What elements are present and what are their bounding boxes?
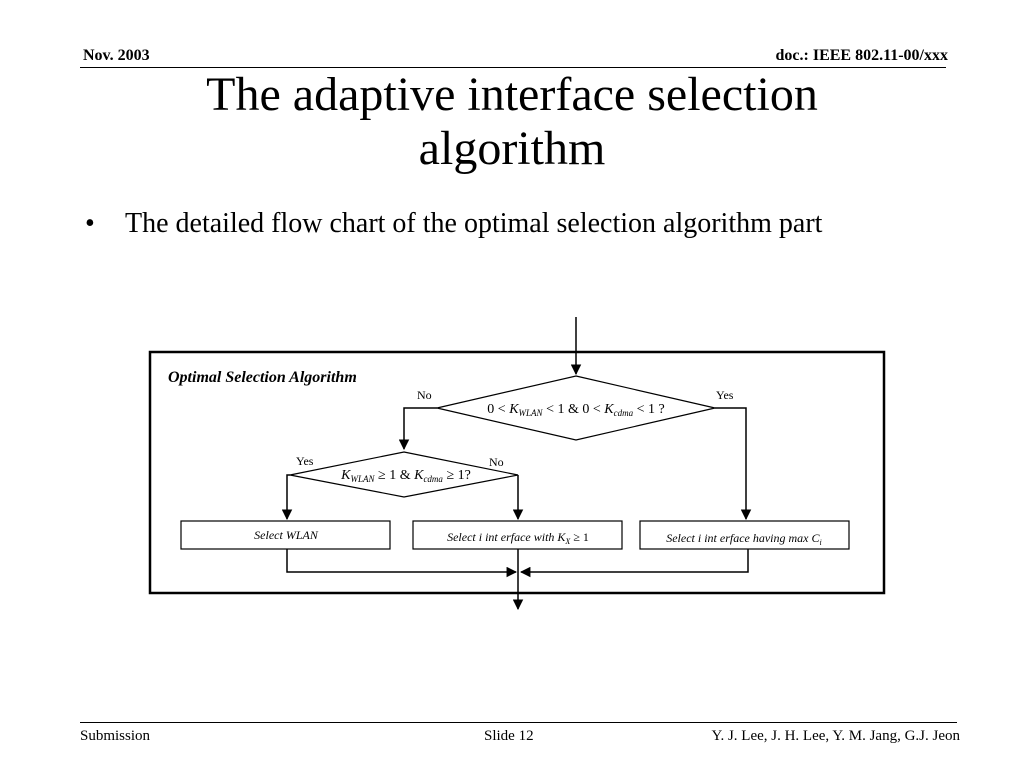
bullet-dot: • bbox=[85, 208, 95, 239]
bullet-text: The detailed flow chart of the optimal s… bbox=[125, 208, 823, 239]
decision-1-yes-connector bbox=[715, 407, 752, 521]
select-max-ci-text: Select i int erface having max Ci bbox=[666, 531, 822, 547]
slide-title-line2: algorithm bbox=[418, 122, 606, 175]
decision-2-diamond bbox=[289, 451, 519, 498]
decision-2-no-label: No bbox=[489, 455, 504, 469]
decision-1-yes-label: Yes bbox=[716, 388, 734, 402]
decision-1-no-label: No bbox=[417, 388, 432, 402]
merge-connector-right bbox=[519, 549, 749, 578]
footer-slide-number: Slide 12 bbox=[484, 728, 534, 744]
select-wlan-box bbox=[180, 520, 391, 550]
decision-2-yes-connector bbox=[281, 474, 293, 521]
slide-title-line1: The adaptive interface selection bbox=[206, 68, 818, 121]
footer-authors: Y. J. Lee, J. H. Lee, Y. M. Jang, G.J. J… bbox=[711, 728, 960, 744]
algorithm-frame bbox=[148, 350, 886, 595]
bullet-item: • The detailed flow chart of the optimal… bbox=[85, 208, 822, 240]
header-rule bbox=[80, 67, 946, 68]
slide-title: The adaptive interface selection algorit… bbox=[100, 68, 924, 176]
frame-label: Optimal Selection Algorithm bbox=[168, 369, 357, 386]
footer-submission: Submission bbox=[80, 728, 151, 744]
decision-2-yes-label: Yes bbox=[296, 454, 314, 468]
decision-1-condition: 0 < KWLAN < 1 & 0 < Kcdma < 1 ? bbox=[487, 402, 664, 420]
header-date: Nov. 2003 bbox=[83, 47, 150, 64]
select-kx-interface-text: Select i int erface with KX ≥ 1 bbox=[447, 530, 589, 547]
select-wlan-text: Select WLAN bbox=[254, 528, 319, 542]
select-max-ci-box bbox=[639, 520, 850, 550]
merge-connector-left bbox=[286, 549, 518, 578]
header-doc-id: doc.: IEEE 802.11-00/xxx bbox=[775, 47, 948, 64]
footer-rule bbox=[80, 722, 957, 723]
select-kx-interface-box bbox=[412, 520, 623, 550]
decision-2-condition: KWLAN ≥ 1 & Kcdma ≥ 1? bbox=[340, 468, 471, 486]
decision-1-no-connector bbox=[398, 407, 437, 451]
decision-1-diamond bbox=[436, 375, 716, 441]
